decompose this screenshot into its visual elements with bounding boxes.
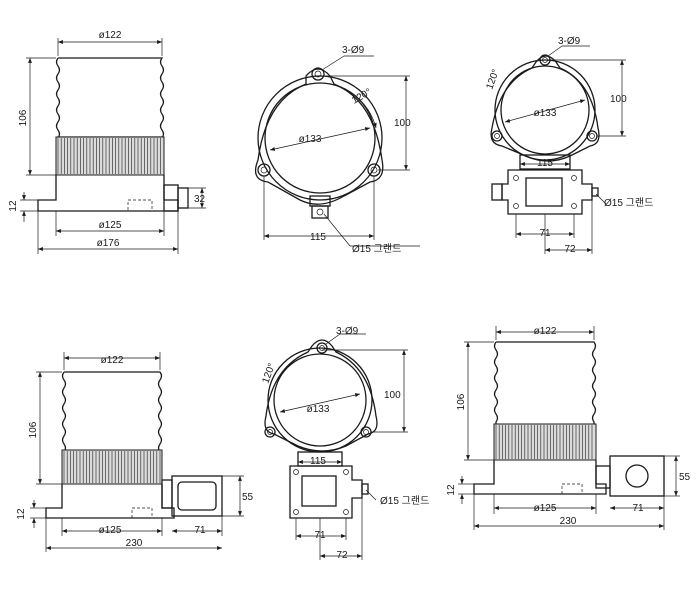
dim-top-dia: ø122 <box>534 326 557 337</box>
gland-body <box>163 184 179 212</box>
inner-ring <box>500 65 590 155</box>
view-top-round-2: ø133 120° 3-Ø9 100 115 Ø15 그랜드 <box>254 45 420 255</box>
dim-angle: 120° <box>484 68 501 91</box>
label-gland: Ø15 그랜드 <box>604 197 653 209</box>
mount-hole-right <box>586 130 598 142</box>
dim-box-off: 72 <box>564 244 576 255</box>
dim-height: 100 <box>384 390 401 401</box>
view-side-elevation-4: ø122 106 12 55 ø125 71 230 <box>16 352 254 552</box>
knurled-ring <box>493 423 597 461</box>
dim-dia: ø133 <box>299 134 322 145</box>
flange-outline <box>264 339 378 452</box>
box-cover <box>301 475 337 507</box>
dim-base-h: 12 <box>16 508 27 520</box>
inner-ring <box>273 353 367 447</box>
dim-overall-dia: ø176 <box>97 238 120 249</box>
outer-ring <box>267 347 373 453</box>
dim-angle: 120° <box>350 87 373 107</box>
knurl-lines <box>57 138 161 174</box>
lamp-outline <box>61 371 163 454</box>
dim-box-h: 55 <box>242 492 254 503</box>
dim-top-dia: ø122 <box>99 30 122 41</box>
dim-height: 106 <box>28 421 39 438</box>
junction-box <box>501 169 593 215</box>
box-cover <box>525 177 563 207</box>
dim-base-h: 12 <box>8 200 19 212</box>
dim-height: 106 <box>456 393 467 410</box>
view-side-elevation-1: ø122 106 12 32 ø125 ø176 <box>8 30 206 254</box>
mount-hole-top <box>316 342 328 354</box>
dim-height: 100 <box>610 94 627 105</box>
dim-box-h: 55 <box>679 472 691 483</box>
knurl-lines <box>495 425 593 459</box>
base-flange <box>37 175 179 212</box>
dim-box-w: 71 <box>194 525 206 536</box>
view-top-box-5: ø133 120° 3-Ø9 100 115 Ø15 그랜드 71 72 <box>260 326 429 561</box>
mount-hole-left <box>491 130 503 142</box>
dim-width: 115 <box>537 158 553 169</box>
dim-height: 106 <box>18 109 29 126</box>
view-top-box-3: ø133 120° 3-Ø9 100 115 Ø15 그랜드 71 72 <box>484 36 653 255</box>
dim-base-h: 12 <box>446 484 457 496</box>
base-flange <box>473 460 607 495</box>
knurl-lines <box>63 451 161 483</box>
label-gland: Ø15 그랜드 <box>352 243 401 255</box>
view-side-elevation-6: ø122 106 12 55 ø125 71 230 <box>446 326 691 530</box>
label-gland: Ø15 그랜드 <box>380 495 429 507</box>
junction-box <box>289 465 363 519</box>
dim-dia: ø133 <box>307 404 330 415</box>
dim-gland-h: 32 <box>194 194 206 205</box>
neck <box>519 154 571 170</box>
dim-overall-w: 230 <box>560 516 577 527</box>
junction-box <box>171 475 223 517</box>
inner-ring <box>264 82 376 194</box>
lamp-outline <box>55 57 165 140</box>
base-flange <box>45 484 175 519</box>
dim-box-w: 71 <box>632 503 644 514</box>
dim-box-off: 72 <box>336 550 348 561</box>
dim-bottom-dia: ø125 <box>99 525 122 536</box>
dim-height: 100 <box>394 118 411 129</box>
junction-box <box>609 455 665 497</box>
mount-hole-left <box>264 426 276 438</box>
dim-bottom-dia: ø125 <box>99 220 122 231</box>
hidden-detail <box>127 199 153 212</box>
dim-overall-w: 230 <box>126 538 143 549</box>
dim-width: 115 <box>310 232 326 243</box>
dim-top-dia: ø122 <box>101 355 124 366</box>
dim-width: 115 <box>310 456 326 467</box>
mount-hole-top <box>311 67 325 81</box>
label-holes: 3-Ø9 <box>336 326 359 337</box>
box-window <box>625 464 649 488</box>
lamp-outline <box>493 341 597 424</box>
label-holes: 3-Ø9 <box>342 45 365 56</box>
gland-nut <box>177 187 189 209</box>
label-holes: 3-Ø9 <box>558 36 581 47</box>
dim-bottom-dia: ø125 <box>534 503 557 514</box>
